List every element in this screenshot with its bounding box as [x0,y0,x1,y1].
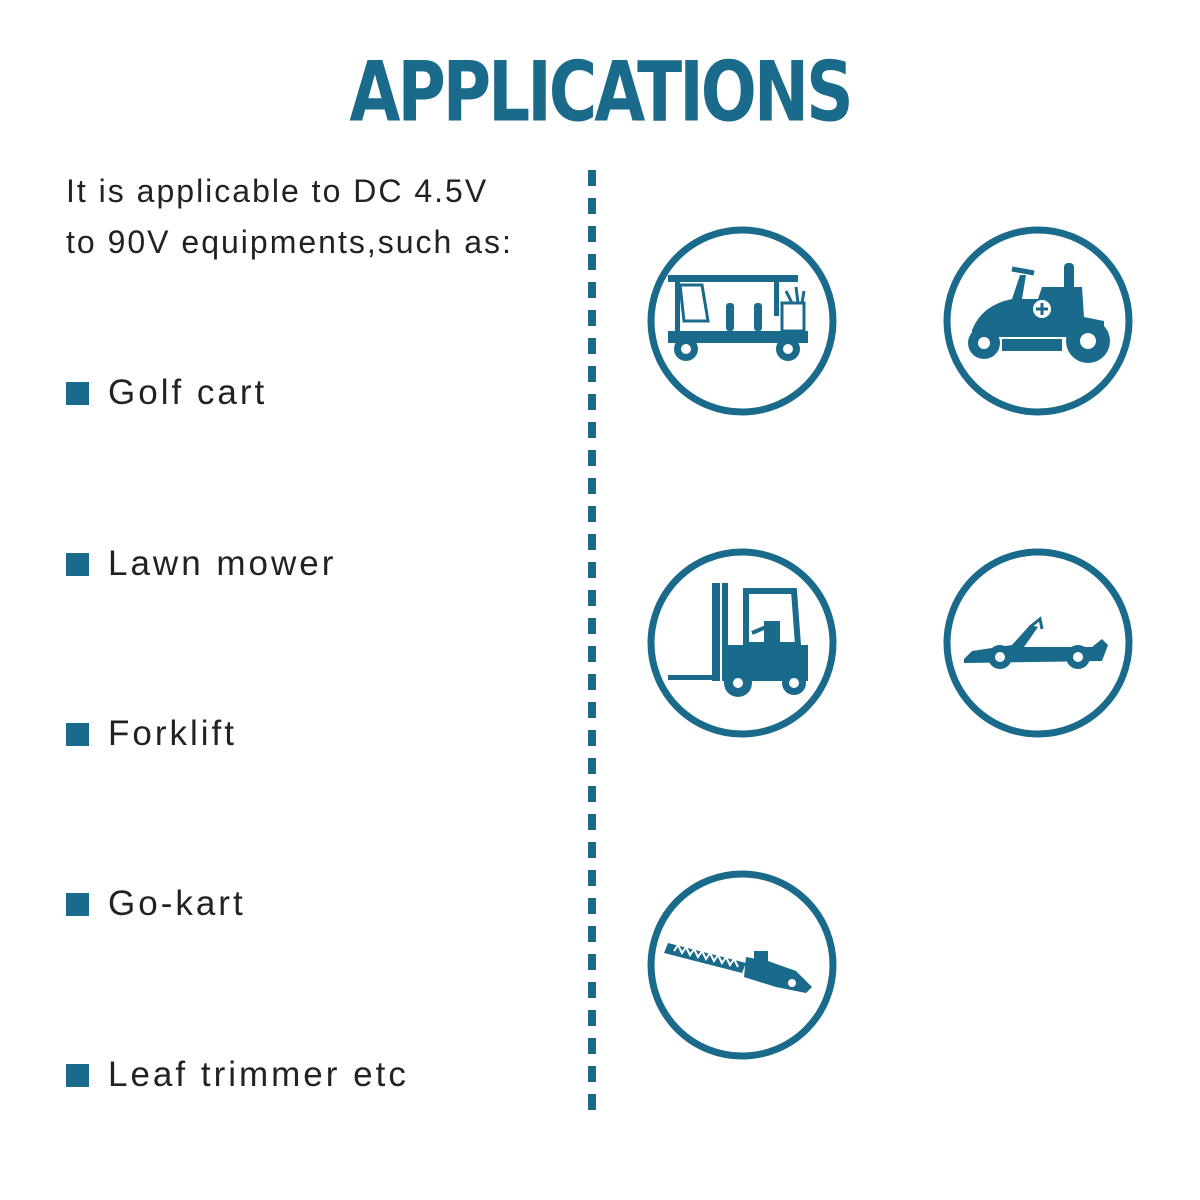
intro-text: It is applicable to DC 4.5V to 90V equip… [66,166,586,268]
dotted-divider [588,170,596,1120]
list-item-golf-cart: Golf cart [66,373,267,413]
list-item-label: Golf cart [108,373,268,412]
lawn-mower-icon [942,225,1134,417]
intro-line-1: It is applicable to DC 4.5V [66,173,489,209]
list-item-label: Forklift [108,714,237,753]
list-item-go-kart: Go-kart [66,884,246,924]
forklift-icon [646,547,838,739]
list-item-label: Lawn mower [108,544,337,583]
list-item-label: Go-kart [108,884,246,923]
list-item-label: Leaf trimmer etc [108,1055,409,1094]
bullet-square-icon [66,381,89,405]
list-item-forklift: Forklift [66,714,237,754]
go-kart-icon [942,547,1134,739]
leaf-trimmer-icon [646,869,838,1061]
bullet-square-icon [66,722,89,746]
list-item-leaf-trimmer: Leaf trimmer etc [66,1055,409,1095]
bullet-square-icon [66,552,89,576]
page-title: APPLICATIONS [349,44,853,141]
list-item-lawn-mower: Lawn mower [66,544,336,584]
bullet-square-icon [66,892,89,916]
bullet-square-icon [66,1063,89,1087]
intro-line-2: to 90V equipments,such as: [66,224,513,260]
golf-cart-icon [646,225,838,417]
